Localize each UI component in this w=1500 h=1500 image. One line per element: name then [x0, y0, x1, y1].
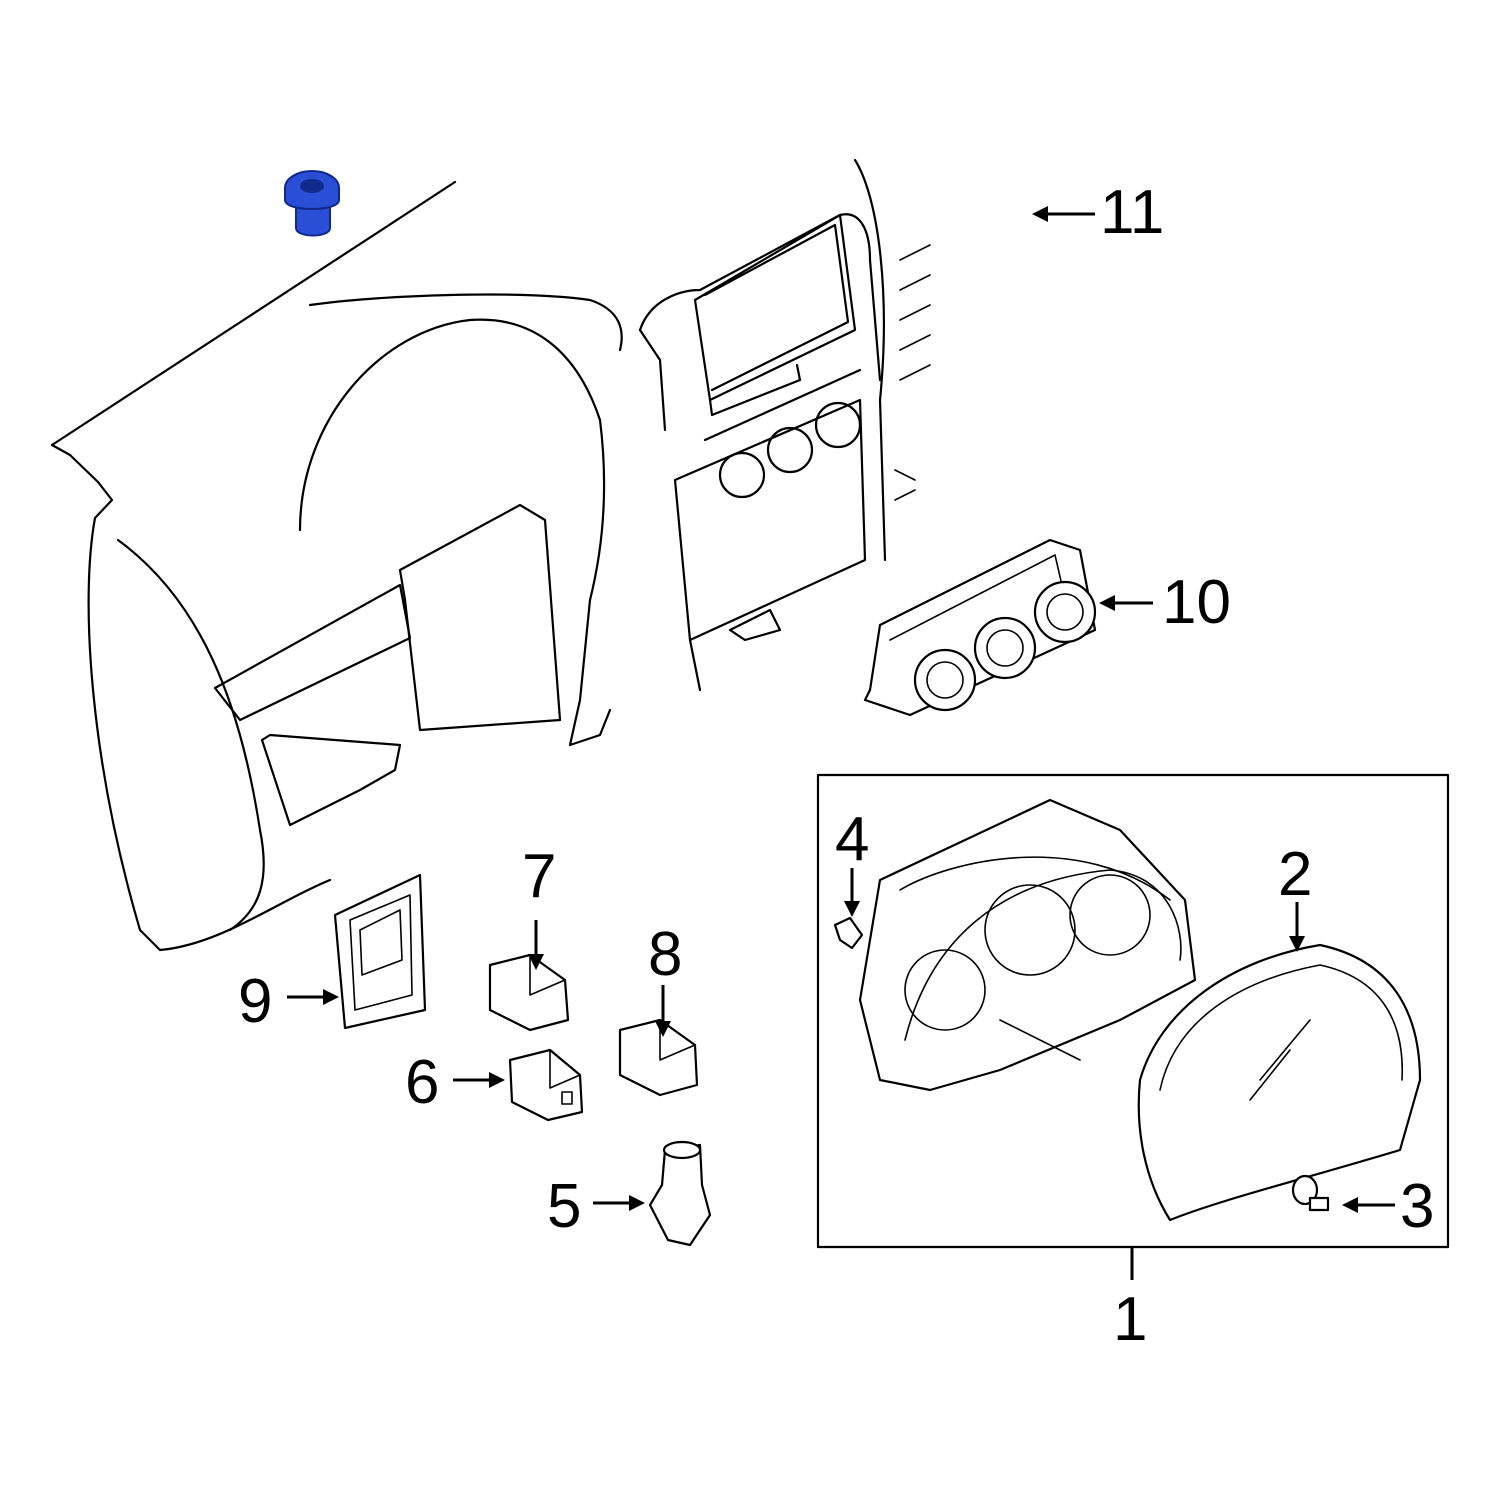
grommet-part-11 — [284, 170, 340, 237]
callout-9: 9 — [238, 967, 272, 1036]
arrow-11 — [1032, 206, 1048, 222]
cluster-lens-part-2 — [1137, 943, 1422, 1222]
callout-2: 2 — [1278, 840, 1312, 909]
arrow-3 — [1342, 1197, 1358, 1213]
arrow-8 — [655, 1021, 671, 1037]
instrument-cluster — [858, 798, 1197, 1092]
callout-3: 3 — [1400, 1172, 1434, 1241]
callout-11: 11 — [1100, 178, 1164, 247]
arrow-7 — [528, 954, 544, 970]
arrow-10 — [1099, 595, 1115, 611]
arrow-2 — [1289, 936, 1305, 952]
arrow-5 — [629, 1195, 645, 1211]
grommet-shank — [295, 204, 331, 237]
hvac-control-panel — [863, 538, 1097, 717]
grommet-hole — [300, 179, 324, 193]
switch-part-6 — [508, 1048, 584, 1122]
assembly-box — [816, 773, 1450, 1249]
callout-8: 8 — [648, 920, 682, 989]
sensor-part-5 — [648, 1140, 712, 1247]
arrow-6 — [489, 1072, 505, 1088]
switch-part-8 — [618, 1018, 699, 1097]
callout-7: 7 — [522, 842, 556, 911]
arrow-4 — [844, 901, 860, 917]
callout-6: 6 — [405, 1048, 439, 1117]
screw-part-3 — [1291, 1174, 1330, 1212]
callout-5: 5 — [547, 1172, 581, 1241]
grommet-rim — [284, 188, 340, 210]
callout-10: 10 — [1162, 568, 1231, 637]
callout-4: 4 — [835, 805, 869, 874]
switch-bezel-part-9 — [333, 873, 427, 1030]
arrow-9 — [323, 989, 339, 1005]
switch-part-7 — [488, 953, 570, 1032]
dashboard-outline — [50, 158, 931, 952]
callout-1: 1 — [1113, 1285, 1147, 1354]
clip-part-4 — [833, 916, 864, 950]
